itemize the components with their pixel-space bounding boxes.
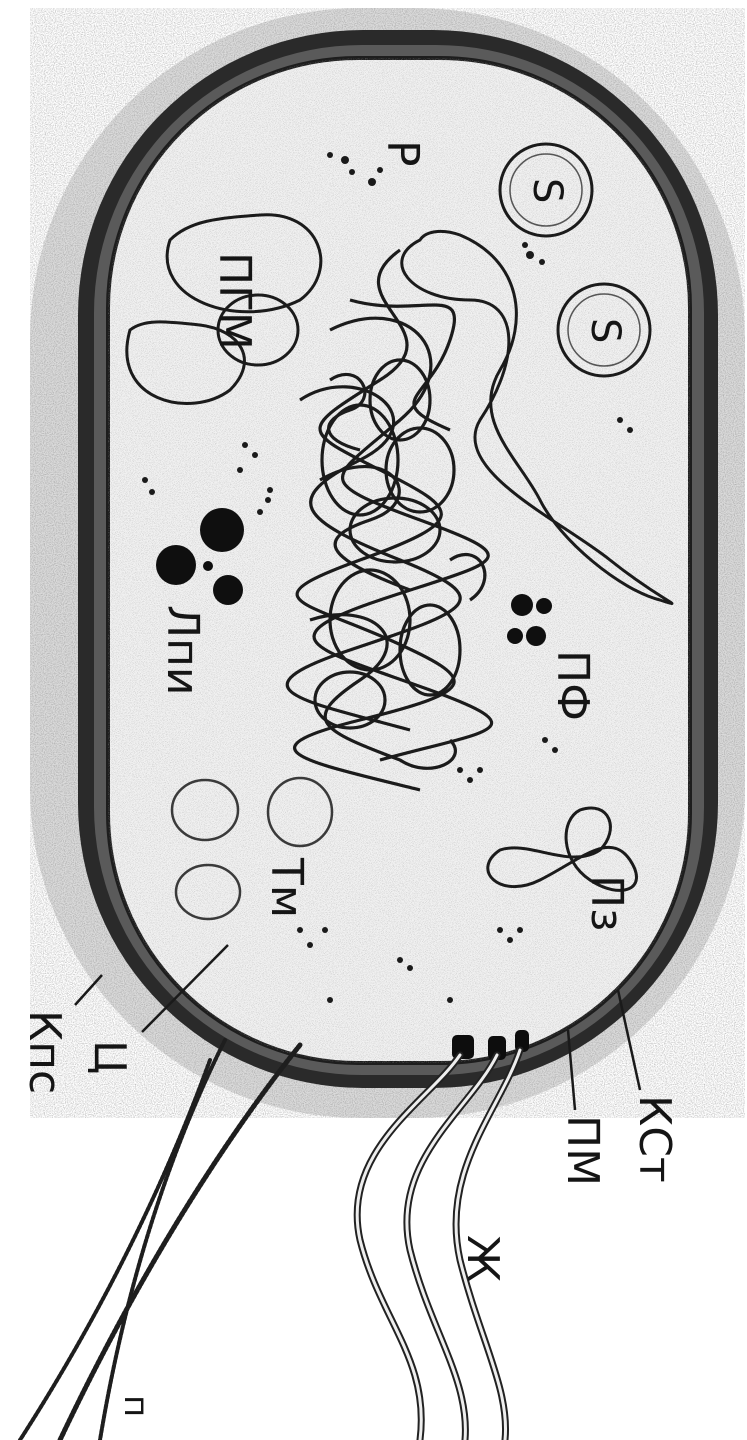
label-pgm: ПГМ — [209, 252, 260, 350]
label-zh: Ж — [457, 1235, 508, 1282]
pili — [20, 1040, 300, 1440]
label-kps: Кпс — [19, 1010, 70, 1094]
label-spore-upper: S — [524, 178, 570, 203]
label-ts: Ц — [84, 1040, 135, 1074]
label-pm: ПМ — [557, 1115, 608, 1186]
label-ribosomes: Р — [377, 140, 428, 167]
label-kst: КСт — [629, 1095, 680, 1183]
label-lpi: Лпи — [157, 605, 208, 695]
label-pz: Пз — [581, 875, 632, 931]
label-p: п — [116, 1395, 156, 1417]
label-pf: ПФ — [547, 650, 598, 721]
label-tm: Тм — [261, 857, 312, 918]
label-spore-lower: S — [582, 318, 628, 343]
